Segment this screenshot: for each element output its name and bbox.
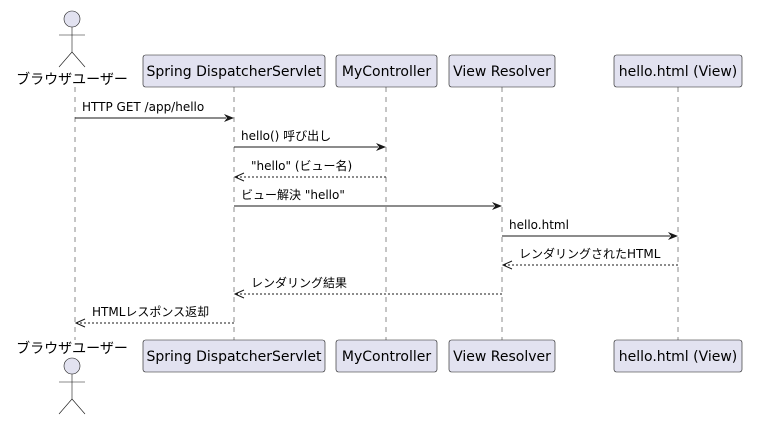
message-1-arrowhead <box>224 114 234 122</box>
message-4: ビュー解決 "hello" <box>234 188 502 210</box>
message-7-label: レンダリング結果 <box>251 275 347 290</box>
participant-view-bottom: hello.html (View) <box>613 339 743 373</box>
participant-dispatcher-bottom: Spring DispatcherServlet <box>142 339 326 373</box>
participant-dispatcher-top: Spring DispatcherServlet <box>142 54 326 88</box>
message-2: hello() 呼び出し <box>234 129 386 151</box>
message-4-arrowhead <box>492 202 502 210</box>
message-6-label: レンダリングされたHTML <box>519 246 661 261</box>
actor-browser-bottom-icon <box>58 357 86 415</box>
actor-browser-bottom-label: ブラウザユーザー <box>16 340 128 357</box>
message-5: hello.html <box>502 218 678 240</box>
participant-resolver-bottom-label: View Resolver <box>453 349 551 365</box>
message-3: "hello" (ビュー名) <box>233 158 386 182</box>
lifelines <box>74 87 679 340</box>
message-3-arrowhead <box>233 172 245 182</box>
message-1-label: HTTP GET /app/hello <box>82 100 204 114</box>
message-8-arrowhead <box>74 318 86 328</box>
message-1: HTTP GET /app/hello <box>75 100 234 122</box>
message-2-label: hello() 呼び出し <box>241 129 331 143</box>
participant-view-bottom-label: hello.html (View) <box>619 349 738 365</box>
message-7-arrowhead <box>233 289 245 299</box>
participant-view-top-label: hello.html (View) <box>619 64 738 80</box>
message-7: レンダリング結果 <box>233 275 502 299</box>
message-6: レンダリングされたHTML <box>501 246 678 270</box>
message-2-arrowhead <box>376 143 386 151</box>
participant-controller-bottom: MyController <box>335 339 438 373</box>
participant-resolver-top-label: View Resolver <box>453 64 551 80</box>
participant-controller-bottom-label: MyController <box>342 349 431 365</box>
actor-browser-top-label: ブラウザユーザー <box>16 71 128 88</box>
participant-dispatcher-top-label: Spring DispatcherServlet <box>146 64 322 80</box>
message-8-label: HTMLレスポンス返却 <box>92 305 209 319</box>
actor-browser-top-icon <box>58 10 86 68</box>
message-4-label: ビュー解決 "hello" <box>241 188 345 202</box>
message-5-arrowhead <box>668 232 678 240</box>
participant-controller-top-label: MyController <box>342 64 431 80</box>
message-6-arrowhead <box>501 260 513 270</box>
participant-dispatcher-bottom-label: Spring DispatcherServlet <box>146 349 322 365</box>
message-5-label: hello.html <box>509 218 569 232</box>
participant-resolver-bottom: View Resolver <box>448 339 556 373</box>
participant-view-top: hello.html (View) <box>613 54 743 88</box>
participant-controller-top: MyController <box>335 54 438 88</box>
message-8: HTMLレスポンス返却 <box>74 305 234 328</box>
message-3-label: "hello" (ビュー名) <box>251 158 352 173</box>
participant-resolver-top: View Resolver <box>448 54 556 88</box>
